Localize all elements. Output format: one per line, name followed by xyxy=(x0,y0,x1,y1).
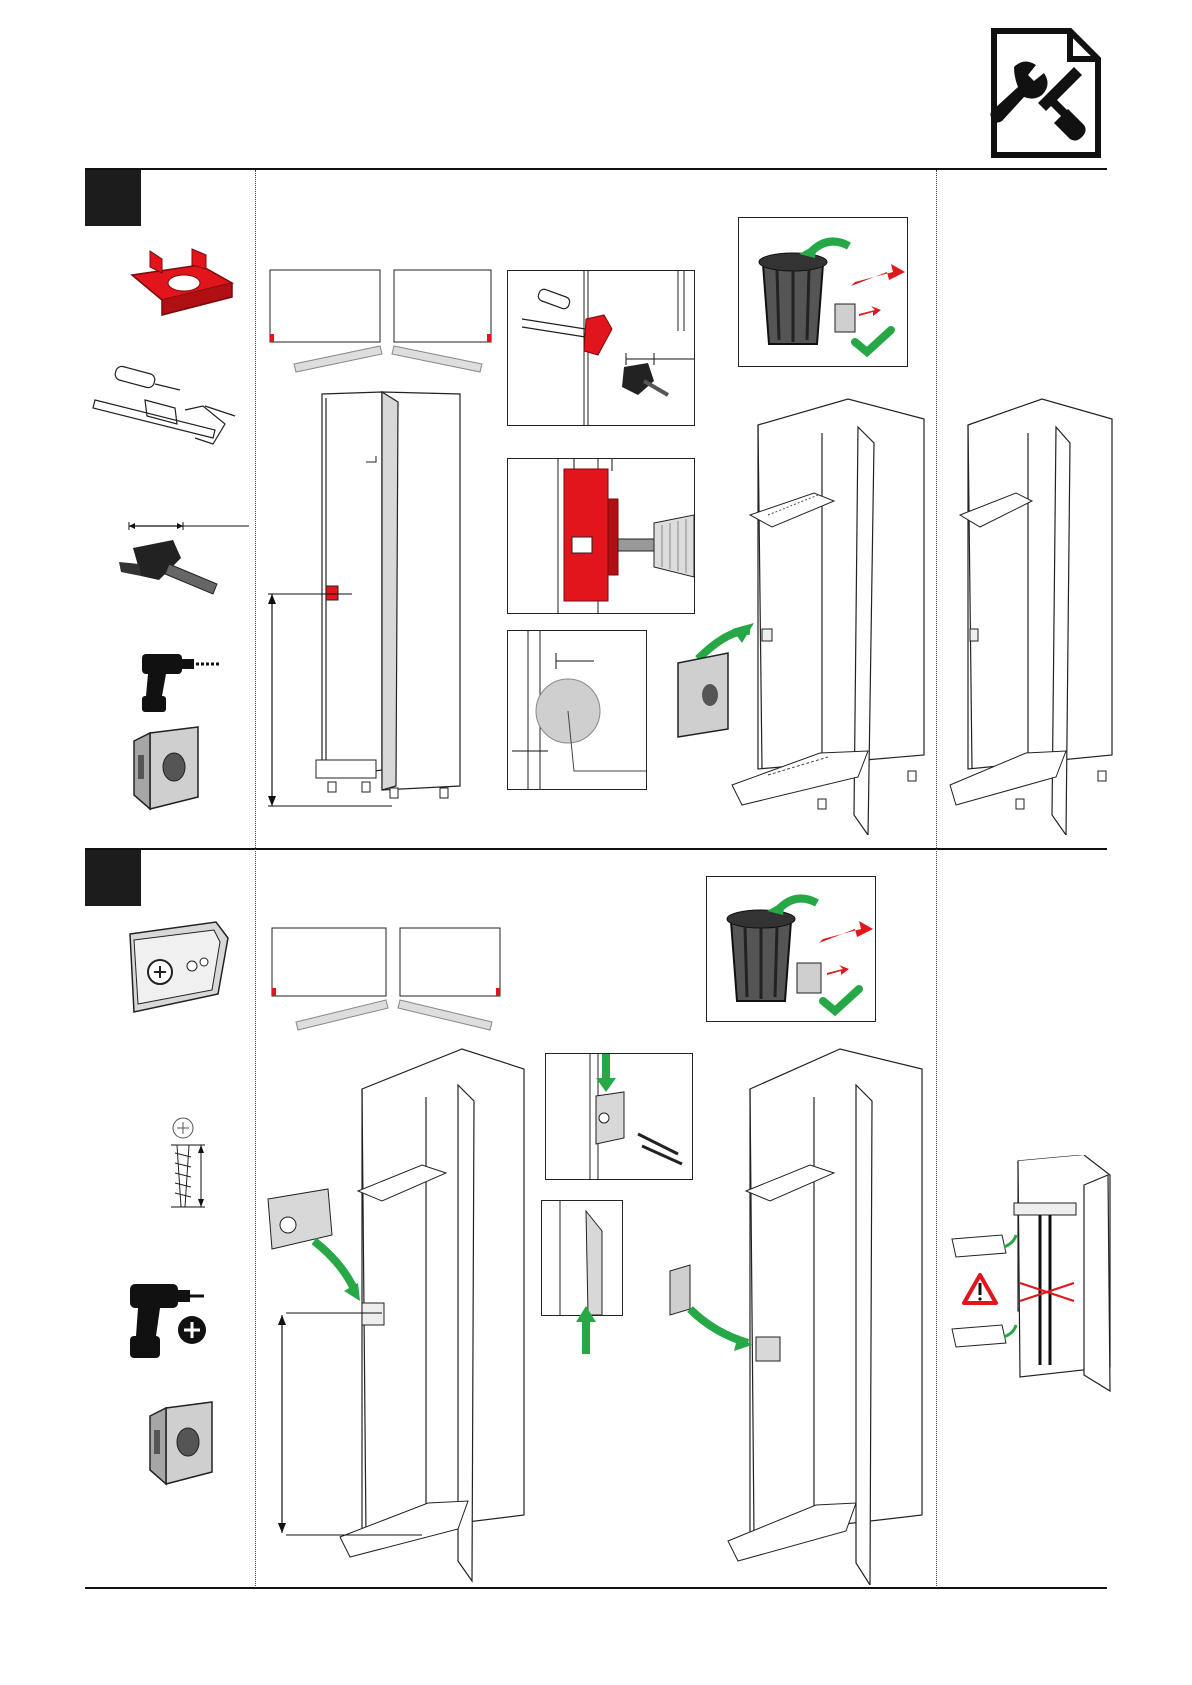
clamp-icon xyxy=(85,360,245,460)
screw-icon xyxy=(165,1117,230,1217)
fit-hinge-plate-1 xyxy=(668,395,930,835)
door-edge-marking-1 xyxy=(268,268,493,380)
step-marker-2 xyxy=(85,850,141,906)
top-rule xyxy=(85,168,1107,170)
result-column-separator xyxy=(936,170,937,1586)
bottom-rule xyxy=(85,1587,1107,1589)
hinge-drill-jig-icon xyxy=(122,245,237,320)
dispose-recycle-2 xyxy=(706,876,876,1022)
tools-column-separator xyxy=(255,170,256,1586)
jig-clamp-detail xyxy=(507,270,695,426)
upward-arrow xyxy=(576,1306,596,1354)
cabinet-measure-2 xyxy=(262,1045,537,1585)
drill-depth-detail xyxy=(507,458,695,614)
result-cabinet-1 xyxy=(946,395,1126,835)
cabinet-measure-1 xyxy=(262,390,472,820)
forstner-drill-bit-icon xyxy=(115,518,255,608)
hinge-plate-icon-2 xyxy=(148,1400,216,1488)
drill-icon xyxy=(140,650,230,715)
screwdriver-drill-icon xyxy=(128,1280,218,1362)
mounting-plate-icon xyxy=(120,920,232,1016)
warning-do-not-overload xyxy=(950,1155,1112,1395)
service-document-icon xyxy=(990,27,1102,159)
middle-rule xyxy=(85,848,1107,850)
step-marker-1 xyxy=(85,170,141,226)
hinge-plate-icon xyxy=(132,725,202,813)
hole-position-detail xyxy=(507,630,647,790)
door-edge-marking-2 xyxy=(270,926,502,1032)
edge-alignment-detail xyxy=(541,1200,623,1316)
dispose-recycle-1 xyxy=(738,217,908,367)
fit-hinge-plate-2 xyxy=(660,1045,932,1585)
